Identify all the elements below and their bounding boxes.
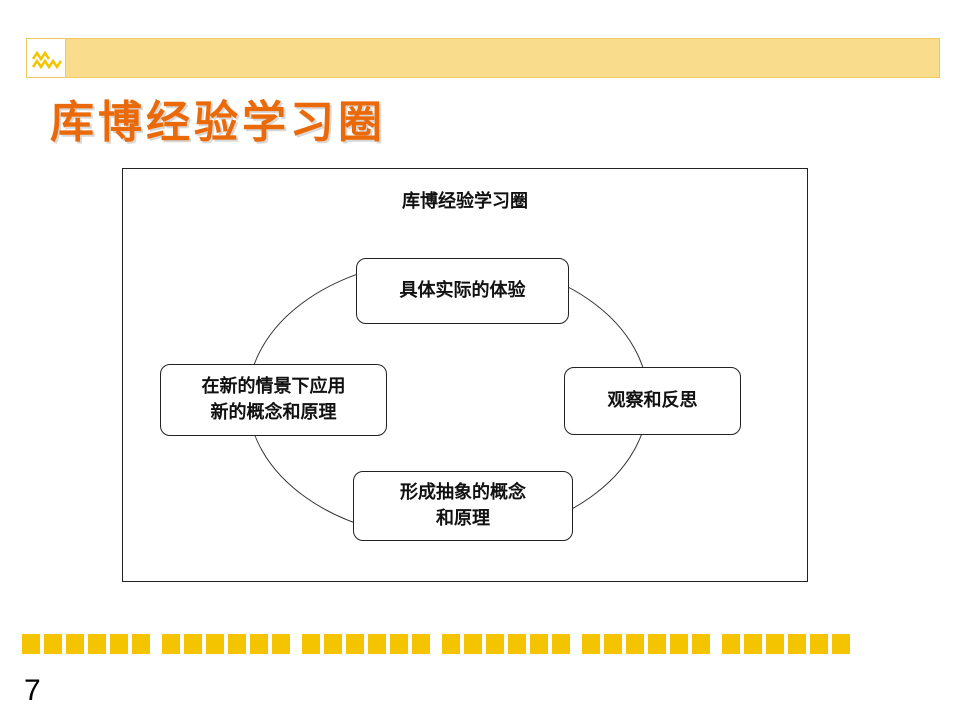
diagram-frame: 库博经验学习圈 具体实际的体验 观察和反思 形成抽象的概念 和原理 在新的情景下… — [122, 168, 808, 582]
footer-square-group — [22, 634, 150, 656]
node-text: 观察和反思 — [607, 390, 698, 411]
footer-square — [66, 634, 84, 654]
footer-square-group — [302, 634, 430, 656]
node-abstract-conceptualization: 形成抽象的概念 和原理 — [353, 471, 573, 541]
footer-square-group — [442, 634, 570, 656]
footer-square — [744, 634, 762, 654]
footer-square — [250, 634, 268, 654]
footer-square-group — [722, 634, 850, 656]
header-bar — [26, 38, 940, 78]
footer-square — [810, 634, 828, 654]
logo-icon — [26, 38, 66, 78]
node-text: 具体实际的体验 — [399, 280, 526, 301]
footer-square — [412, 634, 430, 654]
node-text-line-2: 新的概念和原理 — [210, 402, 337, 423]
footer-square-group — [582, 634, 710, 656]
footer-square — [302, 634, 320, 654]
footer-square — [766, 634, 784, 654]
footer-square — [692, 634, 710, 654]
footer-square — [582, 634, 600, 654]
footer-square — [464, 634, 482, 654]
footer-square — [722, 634, 740, 654]
footer-square — [788, 634, 806, 654]
footer-square — [184, 634, 202, 654]
footer-square — [530, 634, 548, 654]
footer-square — [648, 634, 666, 654]
node-reflective-observation: 观察和反思 — [564, 367, 741, 435]
footer-square — [110, 634, 128, 654]
footer-decoration — [22, 634, 940, 656]
node-text-line-1: 在新的情景下应用 — [201, 376, 346, 397]
footer-square — [44, 634, 62, 654]
footer-square — [272, 634, 290, 654]
footer-square — [228, 634, 246, 654]
diagram-title: 库博经验学习圈 — [402, 191, 528, 212]
footer-square — [508, 634, 526, 654]
footer-square — [552, 634, 570, 654]
node-text-line-1: 形成抽象的概念 — [400, 482, 526, 503]
footer-square — [346, 634, 364, 654]
footer-square — [670, 634, 688, 654]
footer-square — [22, 634, 40, 654]
footer-square — [604, 634, 622, 654]
footer-square-group — [162, 634, 290, 656]
footer-square — [626, 634, 644, 654]
footer-square — [390, 634, 408, 654]
footer-square — [206, 634, 224, 654]
slide-title: 库博经验学习圈 — [50, 97, 386, 148]
node-text-line-2: 和原理 — [436, 508, 490, 529]
footer-square — [324, 634, 342, 654]
footer-square — [832, 634, 850, 654]
page-number: 7 — [24, 674, 41, 707]
footer-square — [368, 634, 386, 654]
footer-square — [442, 634, 460, 654]
footer-square — [162, 634, 180, 654]
footer-square — [88, 634, 106, 654]
footer-square — [486, 634, 504, 654]
node-active-experimentation: 在新的情景下应用 新的概念和原理 — [160, 364, 387, 436]
footer-square — [132, 634, 150, 654]
node-concrete-experience: 具体实际的体验 — [356, 258, 569, 324]
